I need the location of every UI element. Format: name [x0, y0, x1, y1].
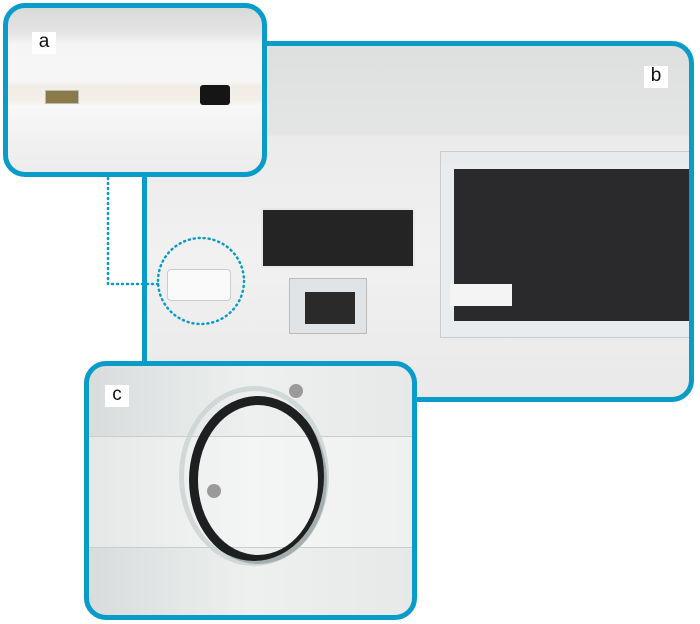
film-sample-small	[45, 90, 79, 104]
panel-a-photo: a	[3, 3, 267, 177]
screw-bottom	[207, 484, 221, 498]
panel-b-photo: b	[142, 41, 694, 402]
panel-label-b: b	[644, 66, 668, 88]
panel-label-c: c	[105, 385, 129, 407]
medium-black-sample	[261, 208, 415, 268]
panel-c-photo: c	[84, 361, 417, 620]
black-sample-small	[200, 85, 230, 105]
screw-top	[289, 384, 303, 398]
acrylic-flange	[179, 386, 329, 566]
white-sample-holder	[167, 269, 231, 301]
panel-label-a: a	[32, 32, 56, 54]
small-black-sample	[305, 292, 355, 324]
large-sample-tag	[450, 284, 512, 306]
